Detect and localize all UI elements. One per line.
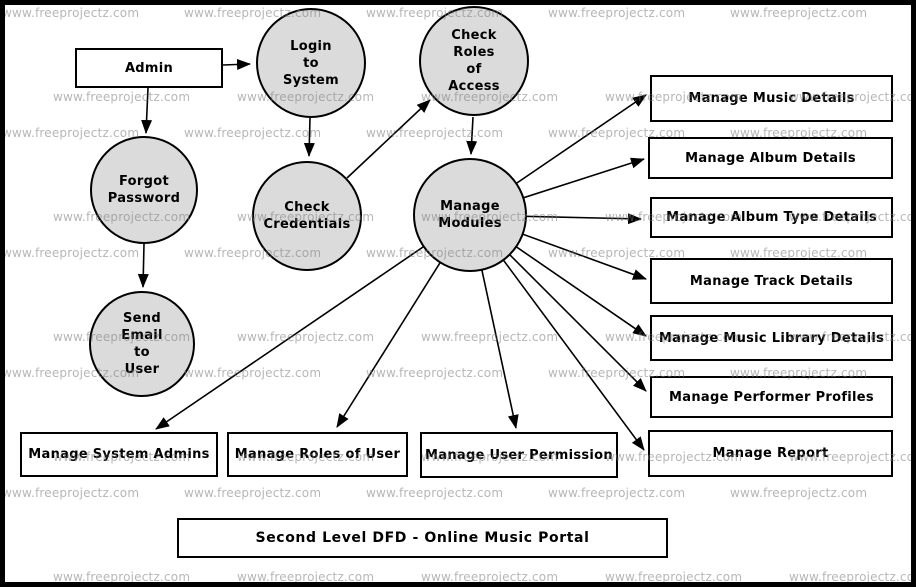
process-manage-modules: Manage Modules [413, 158, 527, 272]
arrow-login-to-check-credentials [303, 117, 315, 157]
arrow-manage-modules-to-system-admins [155, 214, 471, 430]
arrow-admin-to-login [222, 58, 251, 70]
box-manage-album-type-details: Manage Album Type Details [650, 197, 893, 238]
process-check-credentials: Check Credentials [252, 161, 362, 271]
box-manage-report: Manage Report [648, 430, 893, 477]
box-manage-system-admins: Manage System Admins [20, 432, 218, 477]
arrow-admin-to-forgot-password [141, 87, 153, 134]
box-manage-performer-profiles: Manage Performer Profiles [650, 376, 893, 418]
process-check-roles-of-access: Check Roles of Access [419, 6, 529, 116]
process-forgot-password: Forgot Password [90, 136, 198, 244]
arrow-forgot-password-to-send-email [137, 243, 149, 288]
process-send-email-to-user: Send Email to User [89, 291, 195, 397]
box-manage-music-library-details: Manage Music Library Details [650, 315, 893, 361]
arrow-check-roles-to-manage-modules [466, 116, 478, 155]
box-manage-music-details: Manage Music Details [650, 75, 893, 122]
box-manage-track-details: Manage Track Details [650, 258, 893, 304]
box-manage-album-details: Manage Album Details [648, 137, 893, 179]
process-login-to-system: Login to System [256, 8, 366, 118]
entity-admin: Admin [75, 48, 223, 88]
arrow-check-credentials-to-check-roles [346, 99, 431, 179]
box-manage-user-permission: Manage User Permission [420, 432, 618, 478]
diagram-title: Second Level DFD - Online Music Portal [177, 518, 668, 558]
box-manage-roles-of-user: Manage Roles of User [227, 432, 408, 477]
